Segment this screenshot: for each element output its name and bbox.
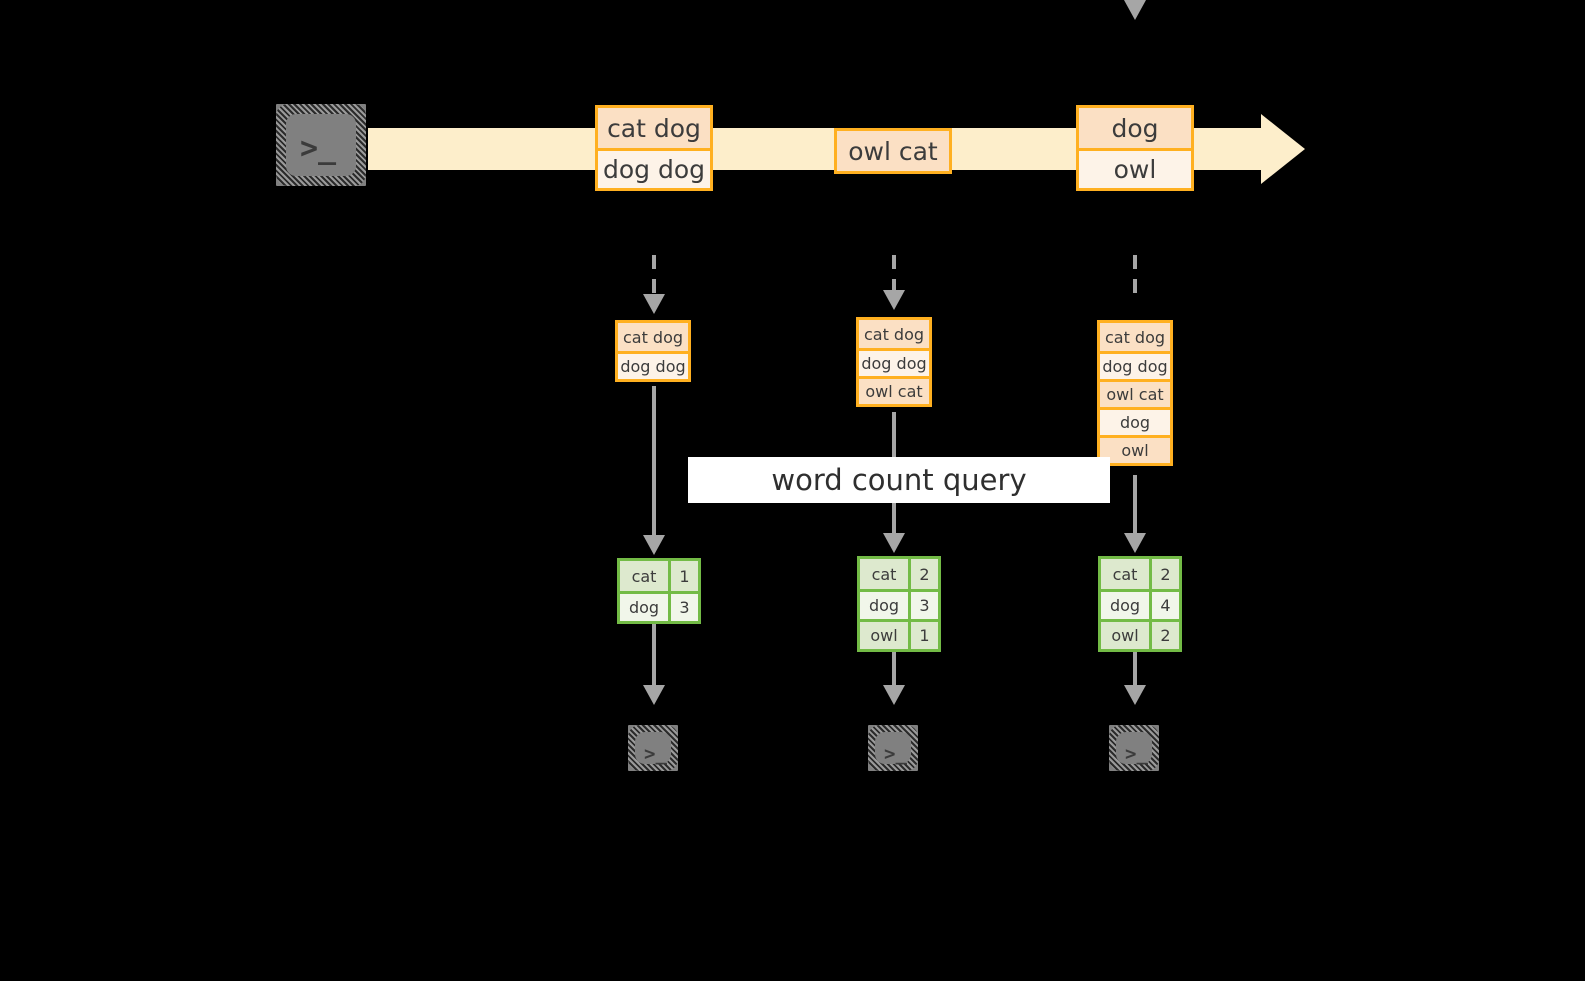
message-row: owl cat <box>837 131 949 171</box>
terminal-prompt-glyph: >_ <box>884 743 907 765</box>
stream-to-state-arrowhead-3 <box>1124 0 1146 20</box>
stream-arrowhead <box>1261 114 1305 184</box>
stream-to-state-connector-2 <box>892 255 896 293</box>
table-row: cat 2 <box>1101 559 1179 589</box>
state-to-result-arrowhead-3 <box>1124 533 1146 553</box>
consumer-terminal-icon-1[interactable]: >_ <box>617 714 689 782</box>
state-stack-1[interactable]: cat dog dog dog <box>615 320 691 382</box>
table-row: owl 1 <box>860 619 938 649</box>
result-to-consumer-connector-1 <box>652 622 656 687</box>
table-row: dog 3 <box>860 589 938 619</box>
state-row: dog dog <box>618 351 688 379</box>
message-row: dog dog <box>598 148 710 188</box>
state-row: owl cat <box>859 376 929 404</box>
state-to-result-arrowhead-1 <box>643 535 665 555</box>
stream-message-batch-3[interactable]: dog owl <box>1076 105 1194 191</box>
result-word: dog <box>1101 592 1149 619</box>
result-to-consumer-arrowhead-1 <box>643 685 665 705</box>
result-count: 2 <box>1149 559 1179 589</box>
result-word: cat <box>860 559 908 589</box>
result-word: owl <box>860 622 908 649</box>
stream-message-batch-1[interactable]: cat dog dog dog <box>595 105 713 191</box>
table-row: dog 3 <box>620 591 698 621</box>
query-label-text: word count query <box>771 463 1027 497</box>
stream-to-state-arrowhead-1 <box>643 294 665 314</box>
result-table-3[interactable]: cat 2 dog 4 owl 2 <box>1098 556 1182 652</box>
stream-message-batch-2[interactable]: owl cat <box>834 128 952 174</box>
terminal-face <box>875 732 911 764</box>
state-to-result-connector-3 <box>1133 475 1137 536</box>
result-to-consumer-arrowhead-3 <box>1124 685 1146 705</box>
result-word: dog <box>620 594 668 621</box>
state-row: dog <box>1100 407 1170 435</box>
table-row: cat 1 <box>620 561 698 591</box>
message-row: owl <box>1079 148 1191 188</box>
stream-to-state-connector-1 <box>652 255 656 297</box>
result-to-consumer-connector-2 <box>892 651 896 687</box>
result-count: 1 <box>668 561 698 591</box>
result-count: 3 <box>668 594 698 621</box>
state-row: dog dog <box>1100 351 1170 379</box>
state-stack-3[interactable]: cat dog dog dog owl cat dog owl <box>1097 320 1173 466</box>
stream-to-state-arrowhead-2 <box>883 290 905 310</box>
state-row: cat dog <box>1100 323 1170 351</box>
state-to-result-arrowhead-2 <box>883 533 905 553</box>
query-label-band: word count query <box>688 457 1110 503</box>
message-row: cat dog <box>598 108 710 148</box>
result-count: 2 <box>1149 622 1179 649</box>
result-to-consumer-connector-3 <box>1133 651 1137 687</box>
consumer-terminal-icon-2[interactable]: >_ <box>857 714 929 782</box>
result-count: 1 <box>908 622 938 649</box>
terminal-face <box>635 732 671 764</box>
table-row: dog 4 <box>1101 589 1179 619</box>
terminal-prompt-glyph: >_ <box>1125 743 1148 765</box>
state-stack-2[interactable]: cat dog dog dog owl cat <box>856 317 932 407</box>
consumer-terminal-icon-3[interactable]: >_ <box>1098 714 1170 782</box>
producer-terminal-icon[interactable]: >_ <box>265 93 377 197</box>
table-row: cat 2 <box>860 559 938 589</box>
result-count: 3 <box>908 592 938 619</box>
state-row: owl <box>1100 435 1170 463</box>
state-row: owl cat <box>1100 379 1170 407</box>
result-count: 2 <box>908 559 938 589</box>
result-word: dog <box>860 592 908 619</box>
result-table-2[interactable]: cat 2 dog 3 owl 1 <box>857 556 941 652</box>
state-to-result-connector-1 <box>652 386 656 538</box>
terminal-face <box>1116 732 1152 764</box>
result-table-1[interactable]: cat 1 dog 3 <box>617 558 701 624</box>
result-word: cat <box>620 561 668 591</box>
terminal-prompt-glyph: >_ <box>300 131 337 166</box>
result-to-consumer-arrowhead-2 <box>883 685 905 705</box>
result-count: 4 <box>1149 592 1179 619</box>
terminal-face <box>286 114 356 176</box>
result-word: owl <box>1101 622 1149 649</box>
terminal-prompt-glyph: >_ <box>644 743 667 765</box>
state-row: cat dog <box>859 320 929 348</box>
result-word: cat <box>1101 559 1149 589</box>
table-row: owl 2 <box>1101 619 1179 649</box>
state-row: dog dog <box>859 348 929 376</box>
state-row: cat dog <box>618 323 688 351</box>
stream-to-state-connector-3 <box>1133 255 1137 297</box>
message-row: dog <box>1079 108 1191 148</box>
